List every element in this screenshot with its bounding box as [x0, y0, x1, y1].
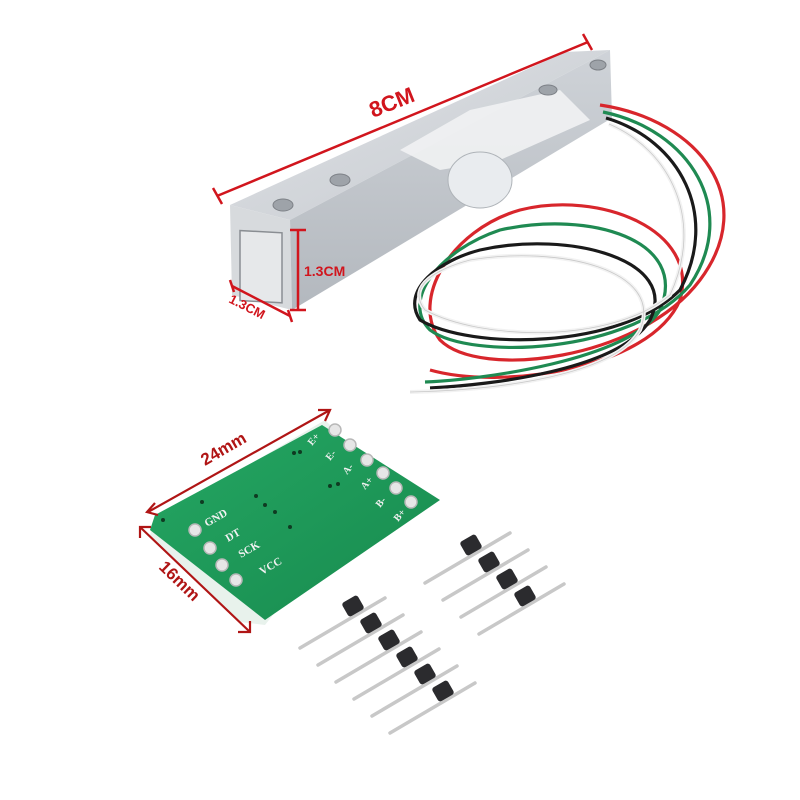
load-cell-dimensions [211, 33, 594, 323]
load-cell-wires [409, 103, 726, 394]
pin-header-6 [298, 595, 477, 735]
load-cell-top-face [230, 50, 610, 220]
board-dimensions [138, 408, 332, 634]
hx711-board: GND DT SCK VCC E+ E- A- A+ B- B+ [150, 420, 440, 625]
board-length-label: 24mm [198, 428, 250, 469]
pin-header-4 [423, 531, 566, 636]
height-label: 1.3CM [304, 263, 345, 279]
